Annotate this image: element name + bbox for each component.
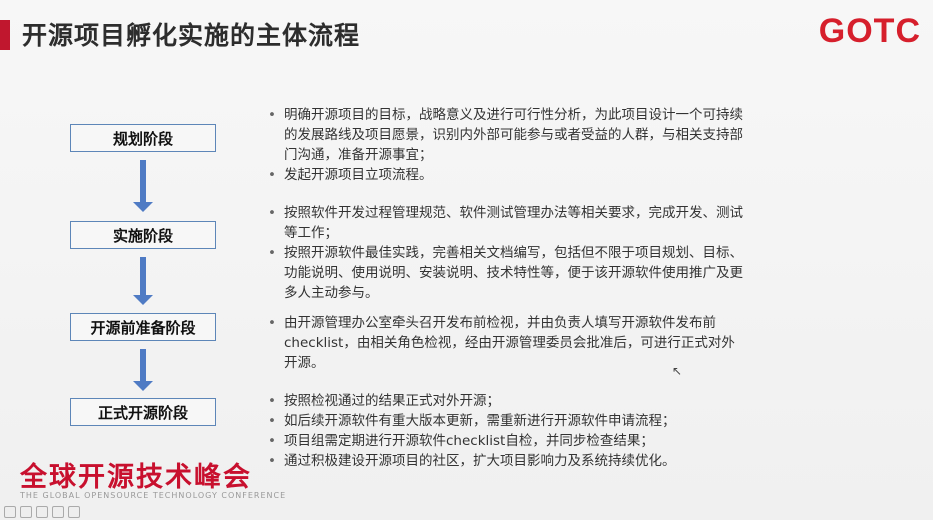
list-item: 通过积极建设开源项目的社区，扩大项目影响力及系统持续优化。	[268, 451, 748, 471]
presentation-toolbar	[0, 506, 80, 520]
pen-icon[interactable]	[36, 506, 48, 518]
stage-implementation: 实施阶段	[70, 221, 216, 249]
stage-official-release: 正式开源阶段	[70, 398, 216, 426]
cursor-icon: ↖	[672, 364, 683, 378]
details-implementation: 按照软件开发过程管理规范、软件测试管理办法等相关要求，完成开发、测试等工作； 按…	[268, 203, 748, 303]
list-item: 如后续开源软件有重大版本更新，需重新进行开源软件申请流程；	[268, 411, 748, 431]
menu-icon[interactable]	[68, 506, 80, 518]
list-item: 发起开源项目立项流程。	[268, 165, 748, 185]
list-item: 由开源管理办公室牵头召开发布前检视，并由负责人填写开源软件发布前checklis…	[268, 313, 748, 373]
gotc-logo: GOTC	[818, 12, 921, 50]
title-accent-bar	[0, 20, 10, 50]
details-pre-release: 由开源管理办公室牵头召开发布前检视，并由负责人填写开源软件发布前checklis…	[268, 313, 748, 373]
slide-title: 开源项目孵化实施的主体流程	[22, 21, 361, 50]
list-item: 按照软件开发过程管理规范、软件测试管理办法等相关要求，完成开发、测试等工作；	[268, 203, 748, 243]
prev-slide-icon[interactable]	[4, 506, 16, 518]
stage-pre-release: 开源前准备阶段	[70, 313, 216, 341]
next-slide-icon[interactable]	[20, 506, 32, 518]
zoom-icon[interactable]	[52, 506, 64, 518]
list-item: 项目组需定期进行开源软件checklist自检，并同步检查结果；	[268, 431, 748, 451]
arrow-down-icon	[133, 349, 153, 391]
details-planning: 明确开源项目的目标，战略意义及进行可行性分析，为此项目设计一个可持续的发展路线及…	[268, 105, 748, 185]
arrow-down-icon	[133, 160, 153, 212]
stage-planning: 规划阶段	[70, 124, 216, 152]
list-item: 明确开源项目的目标，战略意义及进行可行性分析，为此项目设计一个可持续的发展路线及…	[268, 105, 748, 165]
list-item: 按照检视通过的结果正式对外开源；	[268, 391, 748, 411]
list-item: 按照开源软件最佳实践，完善相关文档编写，包括但不限于项目规划、目标、功能说明、使…	[268, 243, 748, 303]
conference-logo-cn: 全球开源技术峰会	[20, 462, 252, 493]
conference-logo-en: THE GLOBAL OPENSOURCE TECHNOLOGY CONFERE…	[20, 491, 287, 500]
details-official-release: 按照检视通过的结果正式对外开源； 如后续开源软件有重大版本更新，需重新进行开源软…	[268, 391, 748, 471]
arrow-down-icon	[133, 257, 153, 305]
